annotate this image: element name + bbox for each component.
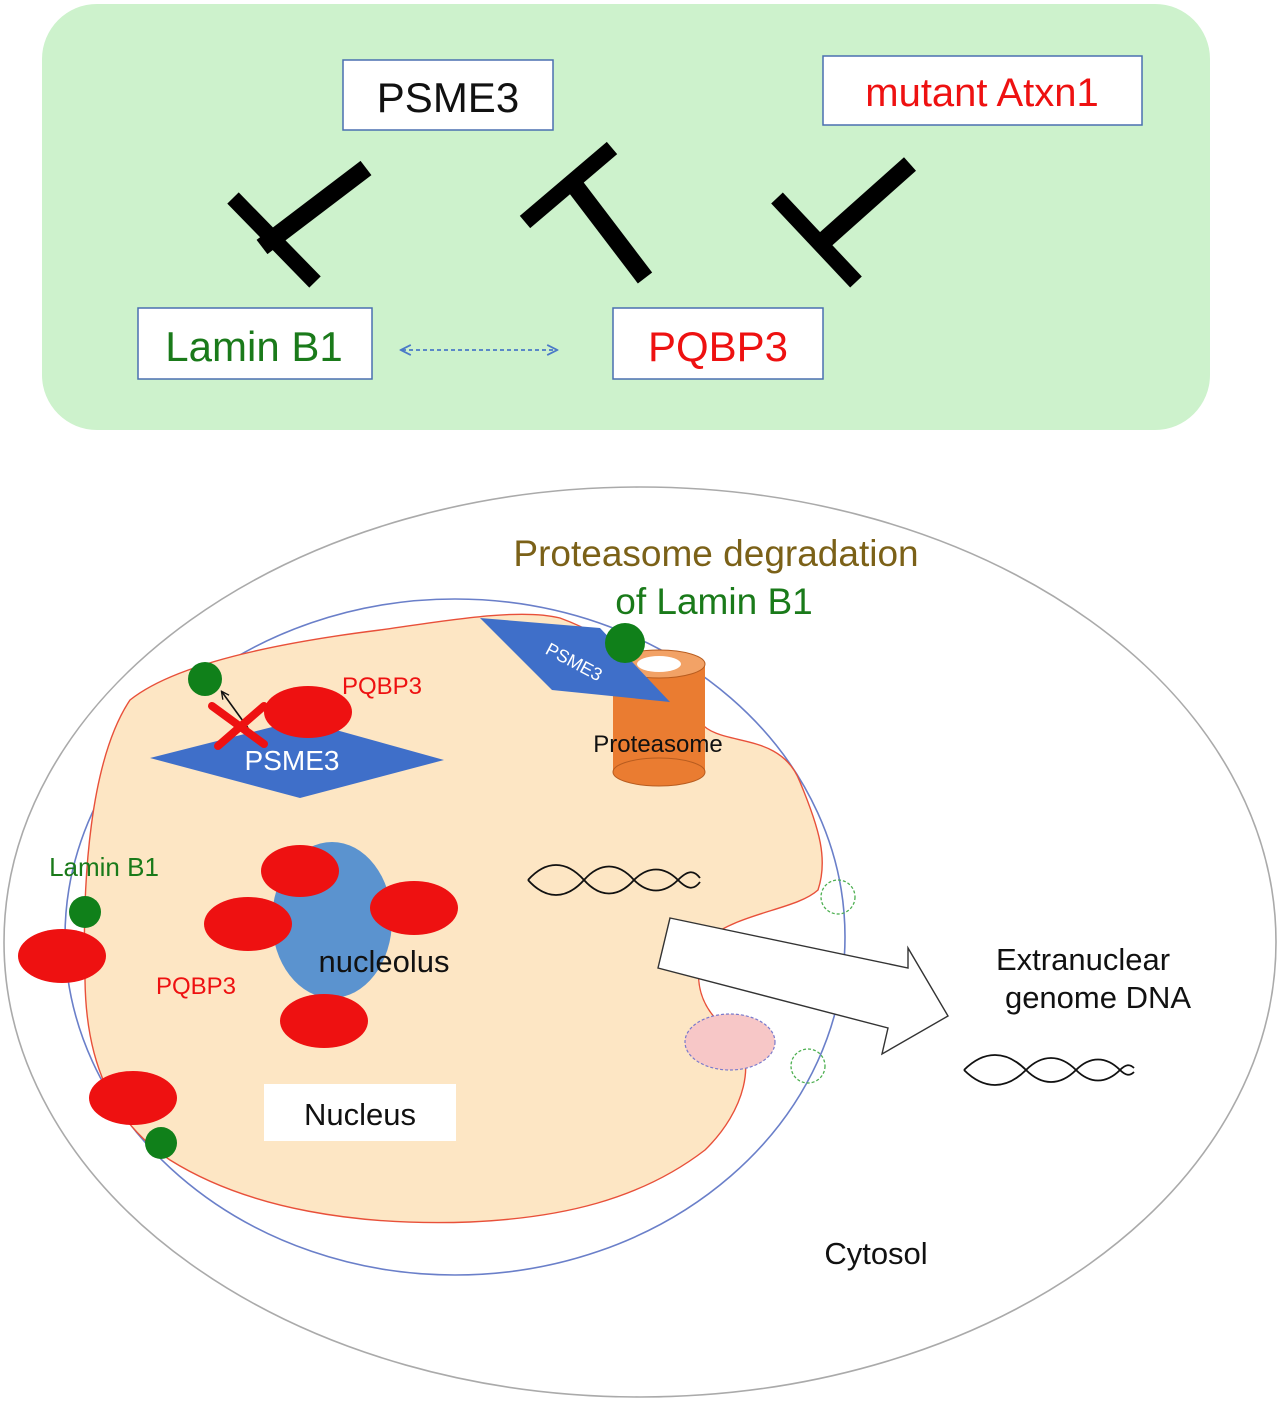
cell-membrane bbox=[3, 486, 1277, 1398]
inhibition-psme3-to-lamin-icon bbox=[227, 160, 372, 288]
pqbp3-on-psme3 bbox=[264, 686, 352, 738]
nuclear-bleb bbox=[684, 1013, 776, 1071]
psme3-box bbox=[342, 59, 554, 131]
lamin-b1-box bbox=[137, 307, 373, 380]
proteasome-label: Proteasome bbox=[593, 731, 722, 758]
pqbp3-oval-nucleolus-right bbox=[370, 881, 458, 935]
pqbp3-oval-nucleolus-left bbox=[204, 897, 292, 951]
inhibition-psme3-to-pqbp3-icon bbox=[519, 141, 653, 284]
inhibition-atxn1-to-pqbp3-icon bbox=[771, 157, 916, 288]
block-arrow-icon bbox=[657, 917, 949, 1056]
nucleolus-label: nucleolus bbox=[319, 944, 450, 979]
mutant-atxn1-box bbox=[822, 55, 1143, 126]
of-lamin-b1-title: of Lamin B1 bbox=[615, 581, 812, 622]
psme3-large-label: PSME3 bbox=[245, 745, 340, 776]
psme3-label: PSME3 bbox=[377, 74, 519, 121]
cytosol-label: Cytosol bbox=[824, 1236, 927, 1271]
pqbp3-oval-nucleolus-top bbox=[261, 845, 339, 897]
pqbp3-label: PQBP3 bbox=[648, 323, 788, 370]
lamin-b1-label: Lamin B1 bbox=[165, 323, 342, 370]
pqbp3-left-label: PQBP3 bbox=[156, 973, 236, 1000]
extranuclear-label-line2: genome DNA bbox=[1005, 980, 1191, 1015]
nuclear-pore-top bbox=[820, 879, 856, 915]
pathway-panel: PSME3 mutant Atxn1 Lamin B1 PQBP3 bbox=[42, 4, 1210, 430]
pqbp3-oval-nucleolus-bottom bbox=[280, 994, 368, 1048]
lamin-b1-dot-proteasome bbox=[605, 623, 645, 663]
extranuclear-label-line1: Extranuclear bbox=[996, 942, 1170, 977]
lamin-b1-dot-left bbox=[69, 896, 101, 928]
lamin-b1-left-label: Lamin B1 bbox=[49, 852, 159, 882]
dna-helix-nucleus-icon bbox=[527, 864, 701, 896]
pqbp3-top-label: PQBP3 bbox=[342, 673, 422, 700]
lamin-b1-dot-bottom bbox=[145, 1127, 177, 1159]
psme3-small-shape bbox=[480, 618, 670, 702]
cell-diagram: Proteasome degradation of Lamin B1 Prote… bbox=[3, 486, 1277, 1398]
proteasome-degradation-title: Proteasome degradation bbox=[513, 533, 918, 574]
nucleus-label-box bbox=[264, 1084, 456, 1141]
pqbp3-box bbox=[612, 307, 824, 380]
pqbp3-oval-envelope-bottom bbox=[89, 1071, 177, 1125]
dna-helix-cytosol-icon bbox=[963, 1054, 1135, 1086]
lamin-b1-dot-top-left bbox=[188, 662, 222, 696]
nuclear-pore-bottom bbox=[790, 1048, 826, 1084]
nucleus-label: Nucleus bbox=[304, 1097, 416, 1132]
pqbp3-oval-envelope-left bbox=[18, 929, 106, 983]
mutant-atxn1-label: mutant Atxn1 bbox=[865, 71, 1098, 115]
red-x-icon bbox=[208, 702, 268, 750]
